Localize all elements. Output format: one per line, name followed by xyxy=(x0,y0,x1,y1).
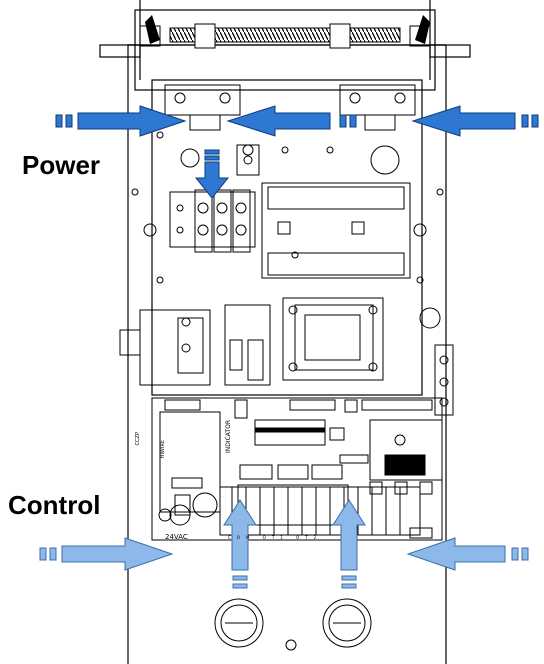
arrow-left-control-right xyxy=(406,537,529,571)
power-label: Power xyxy=(22,150,101,180)
arrow-down-power xyxy=(194,149,230,199)
power-terminal-block xyxy=(169,189,256,253)
relay-bank xyxy=(261,182,411,279)
knockout-left xyxy=(214,598,264,648)
arrow-left-power-center xyxy=(226,105,357,137)
toggle-switch xyxy=(236,144,260,176)
relay-module-left xyxy=(119,309,211,386)
indicator-label: INDICATOR xyxy=(225,420,232,454)
model-label: CCZP xyxy=(135,432,141,446)
latch-left xyxy=(164,84,241,131)
control-board xyxy=(151,397,443,541)
relay-module-center xyxy=(224,304,271,386)
control-label: Control xyxy=(8,490,101,520)
knockout-right xyxy=(322,598,372,648)
ground-screw xyxy=(285,639,297,651)
arrow-up-control-left xyxy=(223,499,257,589)
latch-right xyxy=(339,84,416,131)
arrow-up-control-right xyxy=(332,499,366,589)
mounting-holes xyxy=(131,131,444,329)
arrow-right-power-left xyxy=(55,105,187,137)
control-terminal-strip xyxy=(219,486,421,536)
arrow-left-power-right xyxy=(411,105,539,137)
board-label-left: HIWIRE xyxy=(160,440,166,459)
hinge-assembly xyxy=(139,15,431,49)
arrow-right-control-left xyxy=(39,537,174,571)
vac-label: 24VAC xyxy=(165,533,188,541)
side-fittings xyxy=(434,344,454,416)
terminal-labels: COM OT1 OT2 xyxy=(228,535,323,540)
transformer xyxy=(282,297,384,381)
